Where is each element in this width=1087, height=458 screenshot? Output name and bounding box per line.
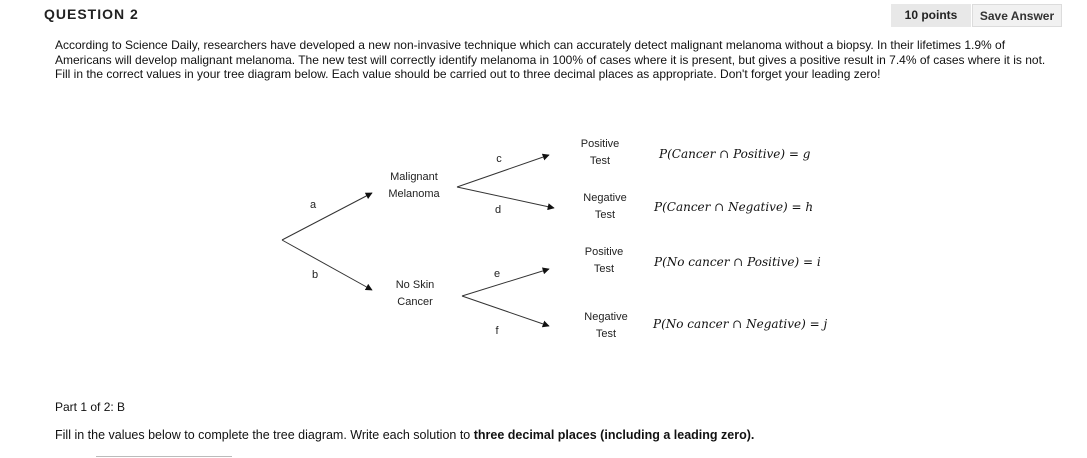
node-no-skin-cancer: No Skin Cancer — [396, 277, 435, 311]
branch-f-line — [461, 295, 550, 328]
save-answer-button[interactable]: Save Answer — [972, 4, 1062, 27]
branch-f-label: f — [495, 325, 499, 337]
outcome-label-line: Test — [589, 155, 611, 167]
branch-b-label: b — [311, 269, 319, 281]
part-label: Part 1 of 2: B — [55, 400, 126, 414]
outcome-positive-test-2: Positive Test — [585, 244, 624, 278]
probability-g: P(Cancer ∩ Positive) = g — [659, 147, 811, 161]
node-label-line: Melanoma — [388, 188, 440, 200]
branch-a-label: a — [309, 199, 317, 211]
instruction-text: Fill in the values below to complete the… — [55, 428, 474, 442]
node-malignant-melanoma: Malignant Melanoma — [388, 169, 439, 203]
outcome-negative-test-2: Negative Test — [584, 309, 627, 343]
answer-input-edge[interactable] — [96, 456, 232, 457]
branch-d-line — [456, 186, 555, 211]
points-badge: 10 points — [891, 4, 971, 27]
instructions: Fill in the values below to complete the… — [55, 428, 754, 442]
outcome-negative-test-1: Negative Test — [583, 190, 626, 224]
outcome-label-line: Positive — [584, 246, 624, 258]
question-prompt: According to Science Daily, researchers … — [55, 38, 1046, 82]
node-label-line: No Skin — [395, 279, 435, 291]
branch-d-label: d — [494, 204, 502, 216]
probability-j: P(No cancer ∩ Negative) = j — [653, 317, 828, 331]
outcome-label-line: Negative — [583, 192, 627, 204]
branch-c-label: c — [496, 153, 502, 165]
branch-c-line — [456, 153, 550, 188]
branch-a-line — [281, 192, 373, 241]
outcome-label-line: Test — [595, 328, 617, 340]
outcome-label-line: Positive — [580, 138, 620, 150]
outcome-positive-test-1: Positive Test — [581, 136, 620, 170]
probability-h: P(Cancer ∩ Negative) = h — [654, 200, 814, 214]
probability-i: P(No cancer ∩ Positive) = i — [654, 255, 821, 269]
node-label-line: Cancer — [397, 296, 433, 308]
question-title: QUESTION 2 — [44, 6, 139, 22]
branch-e-label: e — [493, 268, 501, 280]
outcome-label-line: Test — [594, 209, 616, 221]
branch-e-line — [461, 267, 550, 297]
branch-b-line — [281, 239, 373, 291]
node-label-line: Malignant — [390, 171, 438, 183]
outcome-label-line: Test — [593, 263, 615, 275]
instruction-emphasis: three decimal places (including a leadin… — [473, 428, 755, 442]
outcome-label-line: Negative — [584, 311, 628, 323]
